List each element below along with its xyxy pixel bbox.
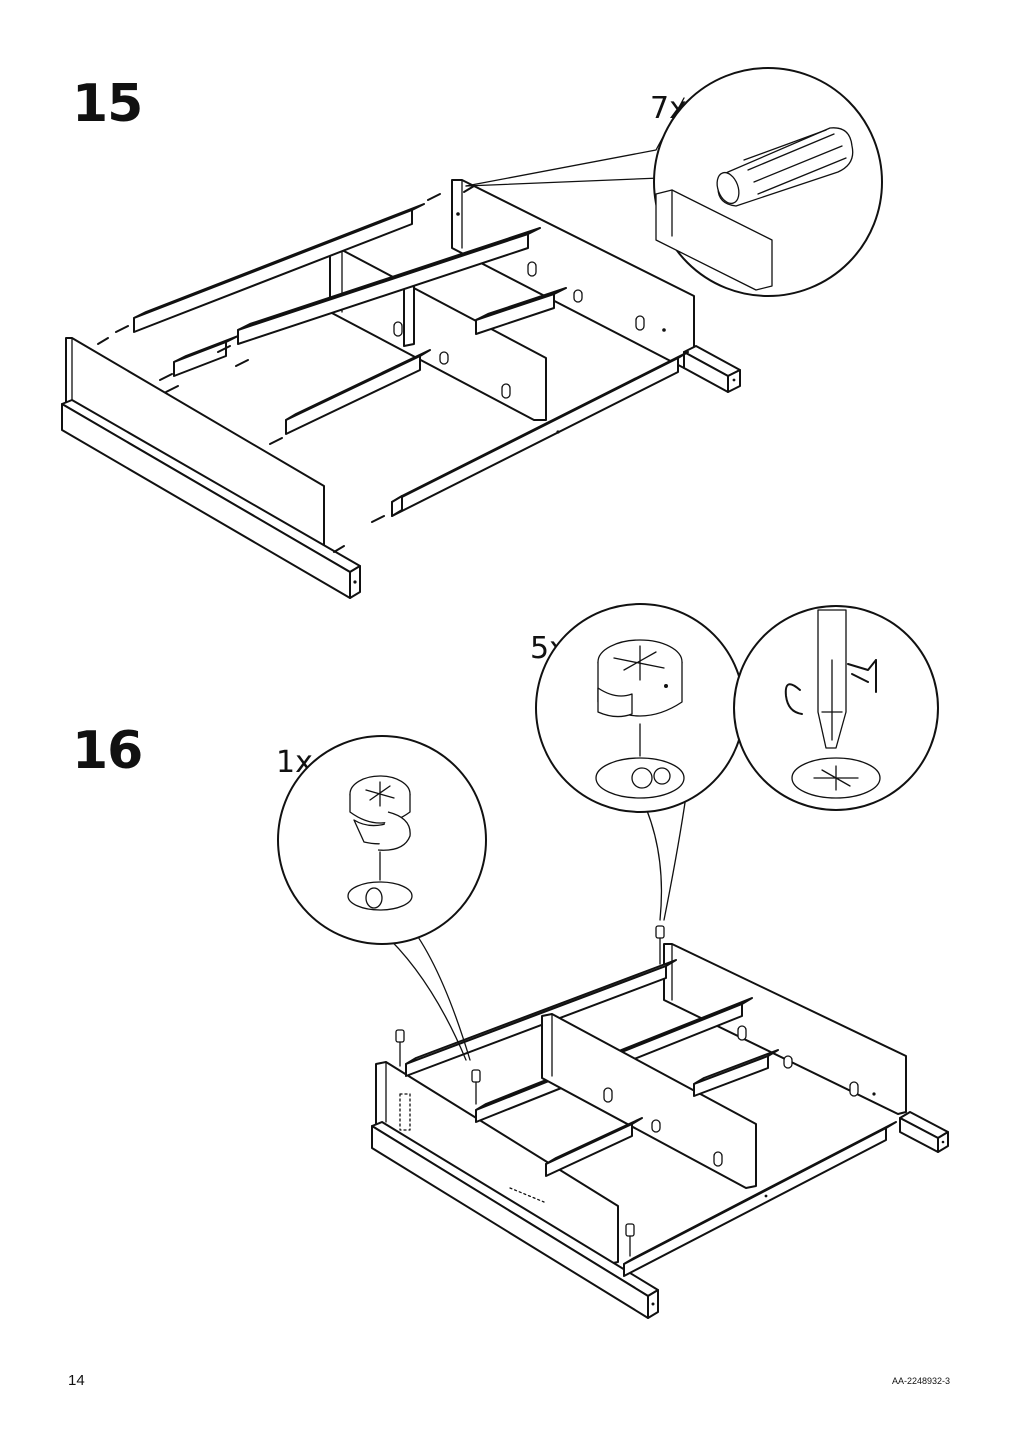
step-number-16: 16	[72, 721, 143, 781]
cam-lock-with-hook-icon	[349, 775, 411, 851]
cam-lock-icon	[597, 639, 683, 718]
cam-hole-icon	[393, 261, 645, 399]
cam-hole-icon	[603, 1025, 859, 1167]
step-15-frame-illustration	[61, 67, 883, 599]
screwdriver-detail-callout	[733, 605, 939, 811]
document-code: AA-2248932-3	[891, 1376, 950, 1386]
step-number-15: 15	[72, 74, 143, 134]
wooden-dowel-icon	[716, 127, 854, 207]
page-number: 14	[68, 1372, 85, 1389]
dowel-detail-callout	[653, 67, 883, 297]
rotate-arrow-icon	[784, 659, 877, 715]
screwdriver-icon	[817, 609, 847, 749]
step-16-frame-illustration	[277, 603, 949, 1319]
cam-lock-detail-callout	[535, 603, 745, 813]
cam-lock-icon	[395, 925, 665, 1257]
cam-lock-hook-detail-callout	[277, 735, 487, 945]
dowel-icon	[97, 185, 475, 553]
